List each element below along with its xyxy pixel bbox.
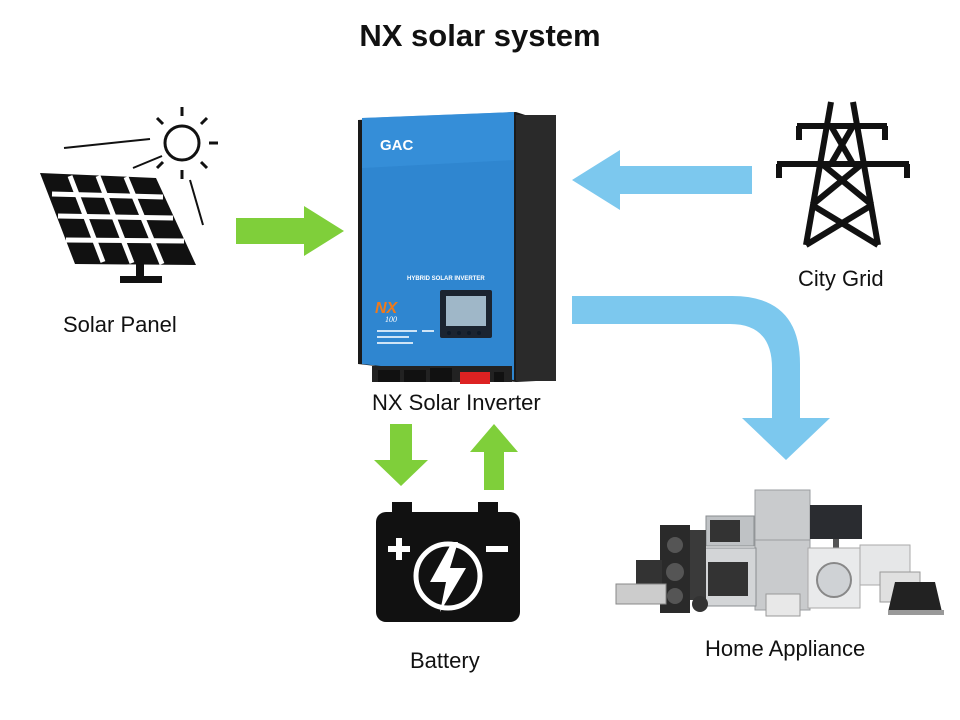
diagram-title: NX solar system [359,18,601,53]
solar-panel-icon [40,173,196,283]
inverter-unit: GAC HYBRID SOLAR INVERTER NX 100 [358,112,556,384]
home-appliance-label: Home Appliance [705,636,866,661]
battery-icon [376,502,520,622]
power-tower-icon [776,101,910,248]
inverter-logo: GAC [380,137,414,154]
inverter-model: NX [375,300,399,317]
grid-to-inverter-arrow [572,150,752,210]
inverter-lcd [446,296,486,326]
inverter-header: HYBRID SOLAR INVERTER [407,276,485,282]
battery-to-inverter-arrow [470,424,518,490]
solar-to-inverter-arrow [236,206,344,256]
home-appliances-image [615,489,944,617]
sun-icon [63,107,218,226]
inverter-feature-list [377,330,434,344]
city-grid-label: City Grid [798,266,884,291]
inverter-model-number: 100 [385,315,397,324]
solar-panel-label: Solar Panel [63,312,177,337]
battery-label: Battery [410,648,480,673]
inverter-to-battery-arrow [374,424,428,486]
inverter-to-home-arrow [572,296,830,460]
inverter-label: NX Solar Inverter [372,390,541,415]
